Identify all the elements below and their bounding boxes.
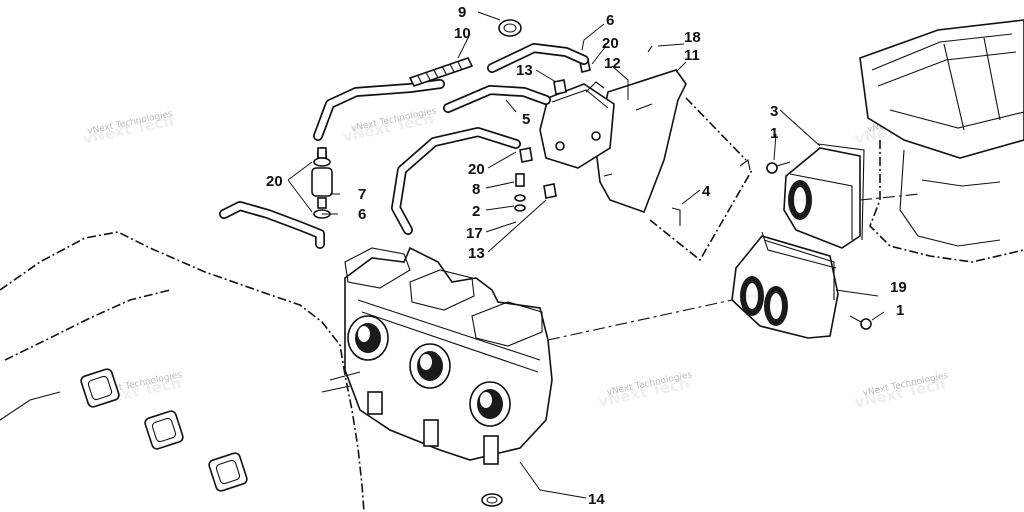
screw-lower xyxy=(849,315,872,330)
engine-block-outline xyxy=(0,231,365,512)
callout-11: 11 xyxy=(684,47,700,64)
callout-6-top: 6 xyxy=(606,12,614,29)
callout-5: 5 xyxy=(522,111,530,128)
callout-1-top: 1 xyxy=(770,125,778,142)
callout-3: 3 xyxy=(770,103,778,120)
carb-bore-3 xyxy=(469,381,511,427)
exhaust-port-3 xyxy=(208,452,248,492)
watermark-2: vNext Tech vNext Technologies xyxy=(341,106,438,146)
watermark-1: vNext Tech vNext Technologies xyxy=(81,109,175,148)
callout-7: 7 xyxy=(358,186,366,203)
fuel-filter xyxy=(311,147,333,219)
carb-bore-1 xyxy=(347,315,389,361)
callout-8: 8 xyxy=(472,181,480,198)
callout-18: 18 xyxy=(684,29,701,46)
hardware-stack xyxy=(514,45,751,226)
carburetor-assembly xyxy=(321,246,553,465)
airbox-housing xyxy=(859,19,1024,263)
callout-17: 17 xyxy=(466,225,483,242)
callout-4: 4 xyxy=(702,183,711,200)
hose-spring xyxy=(408,57,474,87)
watermark-5: vNext Tech vNext Technologies xyxy=(597,370,694,411)
callout-13-top: 13 xyxy=(516,62,533,79)
fuel-pump xyxy=(539,81,615,169)
mounting-bracket xyxy=(595,69,753,262)
callout-20-top: 20 xyxy=(602,35,619,52)
callout-20-mid: 20 xyxy=(468,161,485,178)
callout-2: 2 xyxy=(472,203,480,220)
callout-9: 9 xyxy=(458,4,466,21)
callout-leaders xyxy=(287,11,885,499)
callout-14: 14 xyxy=(588,491,605,508)
exhaust-port-1 xyxy=(80,368,120,408)
intake-adapter-lower xyxy=(731,231,839,339)
callout-1-bottom: 1 xyxy=(896,302,904,319)
callout-10: 10 xyxy=(454,25,471,42)
callout-20-left: 20 xyxy=(266,173,283,190)
callout-labels: 9 10 6 20 18 11 13 12 5 20 8 2 17 13 20 … xyxy=(266,4,907,508)
clamp-bottom xyxy=(481,493,503,507)
hose-clamp xyxy=(498,19,522,37)
carb-to-adapter-leader xyxy=(547,299,733,341)
callout-6-left: 6 xyxy=(358,206,366,223)
exhaust-port-2 xyxy=(144,410,184,450)
screw-upper xyxy=(766,161,791,174)
callout-13-bottom: 13 xyxy=(468,245,485,262)
callout-19: 19 xyxy=(890,279,907,296)
intake-adapter-upper xyxy=(783,143,865,249)
carb-bore-2 xyxy=(409,343,451,389)
watermark-6: vNext Tech vNext Technologies xyxy=(853,371,950,412)
callout-12: 12 xyxy=(604,55,621,72)
